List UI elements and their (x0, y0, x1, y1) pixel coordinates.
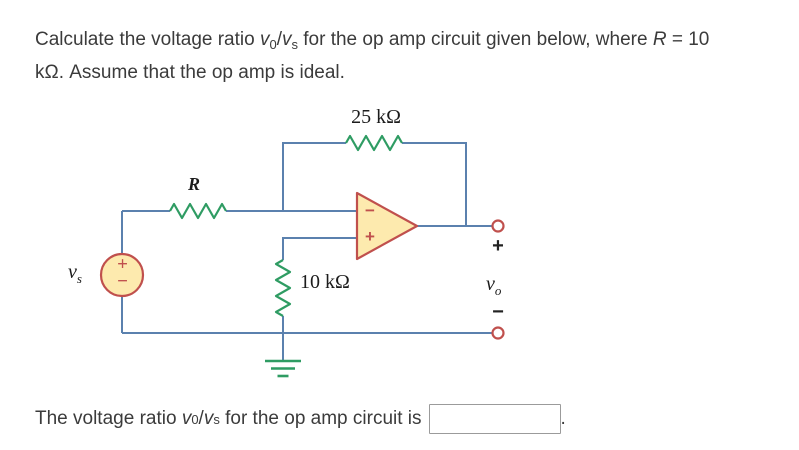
ratio-slash: / (276, 29, 282, 50)
label-ground-resistor: 10 kΩ (300, 271, 350, 293)
source-voltage-sub: s (76, 271, 82, 286)
wire-feedback-left (282, 142, 346, 211)
voltage-source-circle (99, 252, 145, 298)
source-plus-sign: + (117, 254, 128, 275)
output-voltage-sub: o (494, 283, 502, 298)
label-input-resistor: R (188, 174, 201, 194)
ratio-v-src-sub: s (291, 37, 298, 52)
answer-input[interactable] (428, 404, 561, 434)
variable-R: R (652, 29, 667, 50)
opamp-minus-sign: − (365, 201, 375, 220)
question-prefix: Calculate the voltage ratio (35, 29, 260, 50)
label-output-voltage: vo (486, 273, 501, 299)
ratio-v-out: v (259, 29, 270, 50)
question-line-1: Calculate the voltage ratio v0/vs for th… (35, 26, 795, 59)
opamp-triangle (355, 191, 419, 261)
question-mid: for the op amp circuit given below, wher… (297, 29, 653, 50)
answer-mid: for the op amp circuit is (219, 408, 422, 429)
wire-noninverting-input (282, 237, 357, 260)
question-text: Calculate the voltage ratio v0/vs for th… (35, 26, 795, 87)
question-line-2: kΩ. Assume that the op amp is ideal. (35, 62, 345, 83)
opamp-plus-sign: + (365, 227, 375, 246)
source-voltage-v: v (68, 261, 77, 283)
resistor-10k-zigzag (274, 259, 292, 317)
output-voltage-v: v (486, 273, 495, 295)
output-plus-sign: + (492, 235, 504, 257)
answer-ratio-v-out: v (181, 408, 192, 429)
answer-ratio-v-out-sub: 0 (191, 411, 199, 427)
wire-feedback-right (402, 142, 467, 226)
answer-ratio-slash: / (198, 408, 204, 429)
ratio-v-src: v (281, 29, 292, 50)
answer-ratio-v-src-sub: s (213, 411, 220, 427)
output-terminal-negative (491, 326, 505, 340)
output-minus-sign: − (492, 301, 504, 323)
answer-prefix: The voltage ratio (35, 408, 182, 429)
ratio-v-out-sub: 0 (269, 37, 277, 52)
resistor-R-zigzag (169, 202, 227, 220)
resistor-25k-zigzag (345, 134, 403, 152)
ground-symbol (265, 359, 301, 378)
output-terminal-positive (491, 219, 505, 233)
source-minus-sign: − (117, 271, 128, 292)
answer-period: . (560, 408, 566, 429)
question-value: = 10 (666, 29, 710, 50)
label-feedback-resistor: 25 kΩ (351, 106, 401, 128)
answer-ratio-v-src: v (203, 408, 214, 429)
label-source-voltage: vs (68, 261, 82, 287)
